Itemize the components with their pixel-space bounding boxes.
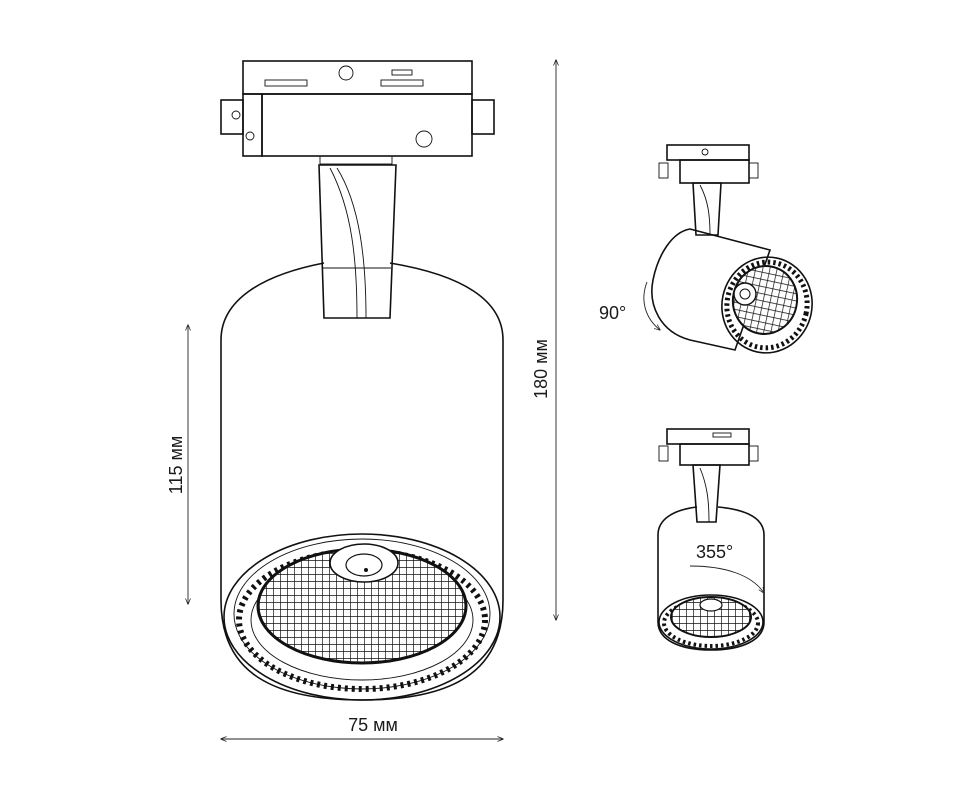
width-label: 75 мм bbox=[348, 715, 398, 735]
swivel-body bbox=[657, 506, 765, 651]
tilt-body bbox=[651, 228, 772, 351]
total-height-label: 180 мм bbox=[531, 339, 551, 399]
swivel-view: 355° bbox=[657, 428, 765, 651]
stem bbox=[318, 164, 397, 319]
track-adapter bbox=[220, 60, 495, 165]
tilt-view: 90° bbox=[599, 144, 813, 354]
tilt-angle-label: 90° bbox=[599, 303, 626, 323]
tilt-front-outer bbox=[721, 256, 813, 354]
main-view: 75 мм 115 мм 180 мм bbox=[166, 60, 556, 739]
tilt-arc bbox=[643, 281, 660, 330]
body-height-label: 115 мм bbox=[166, 436, 186, 494]
swivel-angle-label: 355° bbox=[696, 542, 733, 562]
lens-assembly bbox=[223, 533, 501, 701]
swivel-arc bbox=[689, 565, 764, 593]
